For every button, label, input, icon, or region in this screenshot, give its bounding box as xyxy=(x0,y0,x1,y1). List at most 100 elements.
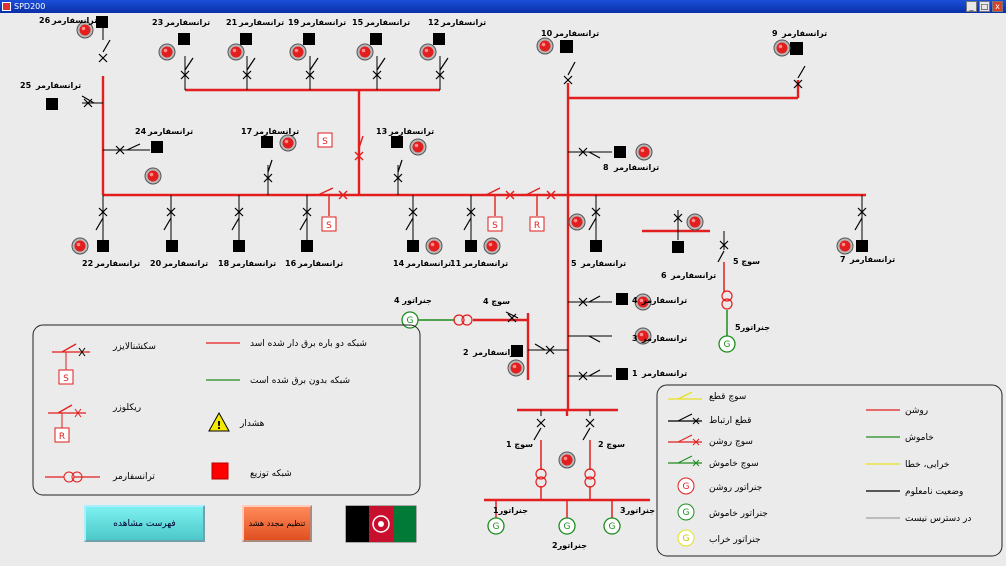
label-generator-2: جنراتور2 xyxy=(552,541,587,550)
window-title: SPD200 xyxy=(14,2,46,11)
label-t10: ترانسفارمر xyxy=(553,29,599,38)
label-n15: 15 xyxy=(352,18,364,27)
label-t21: ترانسفارمر xyxy=(238,18,284,27)
label-n11: 11 xyxy=(450,259,462,268)
label-t16: ترانسفارمر xyxy=(297,259,343,268)
label-n21: 21 xyxy=(226,18,238,27)
label-t14: ترانسفارمر xyxy=(405,259,451,268)
label-t23: ترانسفارمر xyxy=(164,18,210,27)
label-n13: 13 xyxy=(376,127,387,136)
recloser-mark: R xyxy=(534,221,540,231)
legend-recloser: ریکلوزر xyxy=(112,403,141,413)
label-n14: 14 xyxy=(393,259,405,268)
gen-off-symbol: G xyxy=(683,508,690,518)
sectionalizer-mark: S xyxy=(326,221,332,231)
label-n16: 16 xyxy=(285,259,297,268)
legend-switch-on: سوچ روشن xyxy=(709,437,753,447)
label-t17: ترانسفارمر xyxy=(253,127,299,136)
label-n20: 20 xyxy=(150,259,162,268)
legend-unknown: وضعیت نامعلوم xyxy=(905,487,963,497)
legend-left-symbols: S R ! xyxy=(45,342,240,483)
legend-off: خاموش xyxy=(905,433,934,443)
legend-energized: شبکه دو باره برق دار شده اسد xyxy=(250,339,367,349)
label-n26: 26 xyxy=(39,16,51,25)
label-t12: ترانسفارمر xyxy=(440,18,486,27)
label-generator-3: جنراتور3 xyxy=(620,506,655,515)
label-n25: 25 xyxy=(20,81,32,90)
label-t20: ترانسفارمر xyxy=(162,259,208,268)
label-t6: ترانسفارمر xyxy=(670,271,716,280)
label-t26: ترانسفارمر xyxy=(51,16,97,25)
recloser-mark: R xyxy=(59,432,65,442)
label-n22: 22 xyxy=(82,259,93,268)
gen-fault-symbol: G xyxy=(683,534,690,544)
label-n8: 8 xyxy=(603,163,609,172)
label-generator-1: جنراتور1 xyxy=(493,506,528,515)
legend-warning: هشدار xyxy=(239,419,265,429)
label-switch-2: سوچ 2 xyxy=(598,440,625,449)
flag-image xyxy=(345,505,417,543)
legend-fuse-blown: سوچ قطع xyxy=(709,392,746,402)
svg-text:!: ! xyxy=(216,419,221,432)
legend-distribution: شبکه توزیع xyxy=(250,469,292,479)
generator-circles xyxy=(401,311,736,535)
label-n3: 3 xyxy=(632,334,638,343)
label-t19: ترانسفارمر xyxy=(300,18,346,27)
label-n1: 1 xyxy=(632,369,638,378)
label-switch-4: سوچ 4 xyxy=(483,297,510,306)
legend-transformer: ترانسفارمر xyxy=(112,472,155,482)
red-switches xyxy=(317,135,556,216)
label-t1: ترانسفارمر xyxy=(641,369,687,378)
legend-fault: خرابی، خطا xyxy=(905,460,950,470)
maximize-button[interactable]: □ xyxy=(979,1,990,12)
legend-deenergized: شبکه بدون برق شده است xyxy=(250,376,350,386)
energized-stubs xyxy=(473,262,725,518)
generator-5-symbol: G xyxy=(724,340,731,350)
label-t2: ترانسفارمر xyxy=(472,348,518,357)
legend-sectionalizer: سکشنالایزر xyxy=(112,342,156,352)
legend-link-break: قطع ارتباط xyxy=(709,416,751,426)
label-n24: 24 xyxy=(135,127,147,136)
label-t4: ترانسفارمر xyxy=(641,296,687,305)
minimize-button[interactable]: _ xyxy=(966,1,977,12)
legend-gen-off: جنراتور خاموش xyxy=(709,509,768,519)
label-n5: 5 xyxy=(571,259,577,268)
label-n10: 10 xyxy=(541,29,553,38)
gen-on-symbol: G xyxy=(683,482,690,492)
label-n17: 17 xyxy=(241,127,252,136)
label-t24: ترانسفارمر xyxy=(147,127,193,136)
close-button[interactable]: x xyxy=(992,1,1003,12)
label-t13: ترانسفارمر xyxy=(388,127,434,136)
legend-gen-fault: جنراتور خراب xyxy=(709,535,761,545)
generator-3-symbol: G xyxy=(609,522,616,532)
label-n6: 6 xyxy=(661,271,667,280)
app-icon xyxy=(2,2,11,11)
label-n2: 2 xyxy=(463,348,469,357)
view-list-button[interactable]: فهرست مشاهده xyxy=(84,505,205,542)
generator-4-symbol: G xyxy=(407,316,414,326)
label-t22: ترانسفارمر xyxy=(94,259,140,268)
label-generator-5: جنراتور5 xyxy=(735,323,770,332)
legend-on: روشن xyxy=(905,406,928,416)
label-n7: 7 xyxy=(840,255,846,264)
feeder-stubs xyxy=(82,22,863,416)
label-n18: 18 xyxy=(218,259,230,268)
distribution-boxes xyxy=(46,16,868,380)
legend-unavailable: در دسترس نیست xyxy=(905,514,971,524)
legend-right-frame xyxy=(656,384,1003,557)
title-bar: SPD200 _ □ x xyxy=(0,0,1006,13)
label-t9: ترانسفارمر xyxy=(781,29,827,38)
generator-1-symbol: G xyxy=(493,522,500,532)
switch-generator-labels: سوچ 4 سوچ 5 سوچ 1 سوچ 2 جنراتور 4 جنراتو… xyxy=(394,257,770,550)
legend-switch-off: سوچ خاموش xyxy=(709,459,759,469)
label-switch-5: سوچ 5 xyxy=(733,257,760,266)
legend-right-symbols xyxy=(668,391,900,547)
s-r-boxes xyxy=(317,132,545,232)
legend-right-labels: سوچ قطع قطع ارتباط سوچ روشن سوچ خاموش جن… xyxy=(709,392,971,545)
deenergized-lines xyxy=(418,310,728,336)
label-t3: ترانسفارمر xyxy=(641,334,687,343)
transformer-symbols xyxy=(453,290,733,488)
reset-alarm-button[interactable]: تنظیم مجدد هشد xyxy=(242,505,312,542)
